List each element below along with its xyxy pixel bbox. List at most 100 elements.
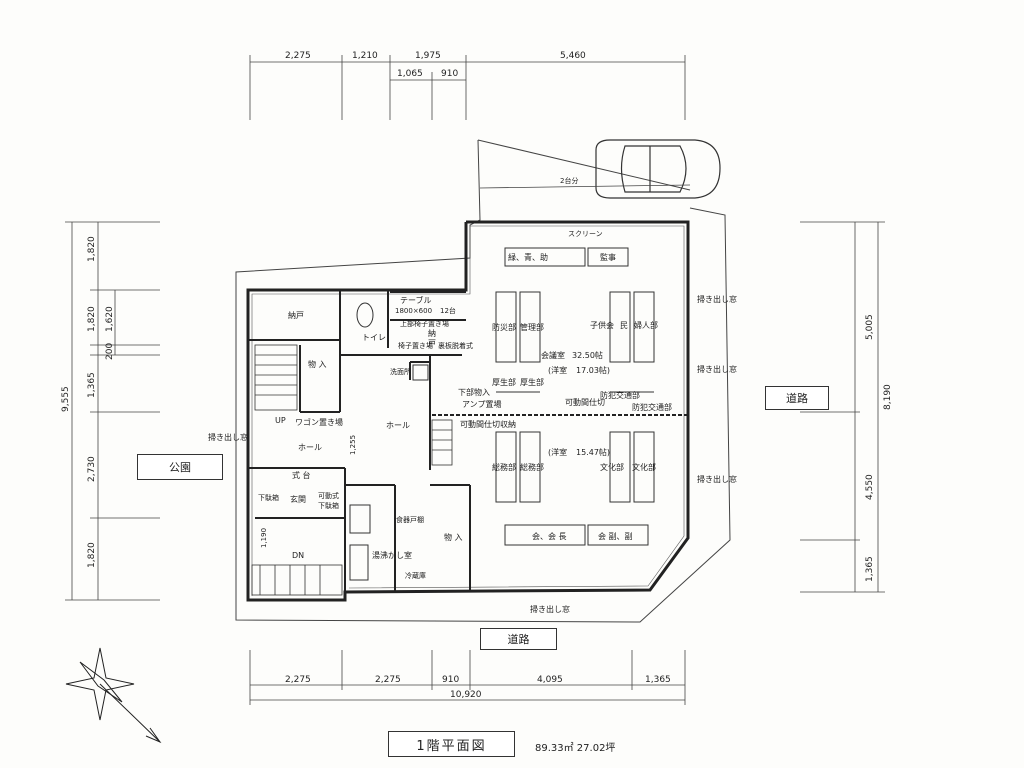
- dim-left-6: 1,820: [87, 542, 97, 568]
- dim-bottom-2: 2,275: [375, 675, 401, 685]
- label-soumu-a: 総務部: [492, 462, 516, 472]
- car-icon: [595, 139, 721, 199]
- label-soumu-b: 総務部: [520, 462, 544, 472]
- sink-icon: [349, 504, 371, 534]
- label-table: テーブル: [400, 295, 432, 305]
- dim-bottom-total: 10,920: [450, 690, 482, 700]
- label-shiki-dai: 式 台: [292, 470, 311, 480]
- plan-area: 89.33㎡ 27.02坪: [535, 743, 616, 754]
- label-nando-room: 納戸: [288, 310, 304, 320]
- label-wagon: ワゴン置き場: [295, 417, 343, 427]
- washbasin-icon: [412, 364, 429, 381]
- compass-icon: [65, 647, 162, 744]
- plan-title: 1階平面図: [388, 731, 515, 757]
- dim-left-7: 1,255: [349, 435, 357, 455]
- stove-icon: [349, 544, 369, 581]
- label-monoire-2: 物 入: [444, 532, 463, 542]
- tables: [495, 247, 655, 546]
- label-bunka-a: 文化部: [600, 462, 624, 472]
- label-youshitsu2: (洋室: [548, 447, 567, 457]
- dim-bottom-4: 4,095: [537, 675, 563, 685]
- dim-bottom-3: 910: [442, 675, 459, 685]
- label-kaigi: 会議室: [541, 350, 565, 360]
- label-kanji: 監事: [600, 252, 616, 262]
- label-shita-monoire: 下部物入: [458, 387, 490, 397]
- label-kouseibu-a: 厚生部: [492, 377, 516, 387]
- label-getabako: 下駄箱: [258, 493, 279, 502]
- dim-left-3: 200: [105, 343, 115, 360]
- label-reizouko: 冷蔵庫: [405, 571, 426, 580]
- label-up: UP: [275, 416, 286, 425]
- dim-right-total: 8,190: [883, 384, 893, 410]
- stairs: [251, 344, 453, 596]
- label-nando-1: 納: [428, 328, 436, 338]
- label-hall-left: ホール: [298, 443, 322, 452]
- dim-left-4: 1,365: [87, 372, 97, 398]
- road-bottom-label: 道路: [507, 633, 530, 646]
- label-senmen: 洗面所: [390, 367, 411, 376]
- label-hakidashi-bottom: 掃き出し窓: [530, 604, 570, 614]
- label-kaichou: 会、会 長: [532, 531, 567, 541]
- road-right-label: 道路: [786, 392, 808, 405]
- label-fujin: 婦人部: [634, 320, 658, 330]
- dim-top-5: 1,065: [397, 69, 423, 79]
- label-kadou-getabako-2: 下駄箱: [318, 501, 339, 510]
- dims-right-lines: [800, 221, 885, 593]
- plan-title-text: 1階平面図: [416, 738, 487, 754]
- dim-right-2: 4,550: [865, 474, 875, 500]
- interior-walls: [248, 290, 471, 592]
- dim-top-3: 1,975: [415, 51, 441, 61]
- label-youshitsu1: (洋室: [548, 365, 567, 375]
- dim-right-1: 5,005: [865, 314, 875, 340]
- road-bottom-box: 道路: [480, 628, 557, 650]
- label-table-count: 12台: [440, 306, 456, 315]
- label-dn: DN: [292, 551, 304, 560]
- label-amp: アンプ置場: [462, 399, 501, 409]
- label-fukukaichou: 会 副、副: [598, 531, 633, 541]
- dim-right-3: 1,365: [865, 556, 875, 582]
- label-bousai: 防災部: [492, 322, 516, 332]
- toilet-icon: [356, 302, 374, 328]
- dim-top-2: 1,210: [352, 51, 378, 61]
- label-kadou-shikiri: 可動間仕切: [565, 397, 605, 407]
- building-walls: [246, 220, 690, 602]
- label-screen: スクリーン: [568, 230, 603, 238]
- label-monoire-1: 物 入: [308, 359, 327, 369]
- park-label: 公園: [169, 461, 191, 474]
- label-kaigi-size: 32.50帖: [572, 350, 603, 360]
- label-youshitsu1-size: 17.03帖): [576, 365, 610, 375]
- dim-bottom-5: 1,365: [645, 675, 671, 685]
- label-ura-butai: 裏板脱着式: [438, 341, 473, 350]
- road-right-box: 道路: [765, 386, 829, 410]
- label-hakidashi-r1: 掃き出し窓: [697, 294, 737, 304]
- label-toilet: トイレ: [362, 333, 386, 342]
- label-yuwakashi: 湯沸かし室: [372, 550, 412, 560]
- label-bunka-b: 文化部: [632, 462, 656, 472]
- label-table-size: 1800×600: [395, 307, 432, 315]
- label-hall: ホール: [386, 421, 410, 430]
- dims-left-lines: [65, 221, 160, 601]
- label-hakidashi-r3: 掃き出し窓: [697, 474, 737, 484]
- dim-left-total: 9,555: [61, 386, 71, 412]
- dims-top-lines: [249, 55, 686, 120]
- label-ryokuseijo: 緑、青、助: [508, 252, 548, 262]
- dim-top-4: 5,460: [560, 51, 586, 61]
- dim-left-1: 1,820: [87, 236, 97, 262]
- label-two-car: 2台分: [560, 176, 578, 185]
- label-shokki: 食器戸棚: [396, 515, 424, 524]
- label-kodomo: 子供会: [590, 320, 614, 330]
- label-kanri: 管理部: [520, 322, 544, 332]
- label-youshitsu2-size: 15.47帖): [576, 447, 610, 457]
- dim-left-5: 2,730: [87, 456, 97, 482]
- label-chair-place: 椅子置き場: [398, 341, 433, 350]
- label-kouseibu-b: 厚生部: [520, 377, 544, 387]
- label-genkan: 玄関: [290, 494, 306, 504]
- dim-top-6: 910: [441, 69, 458, 79]
- label-kadou-getabako-1: 可動式: [318, 491, 339, 500]
- label-nando-2: 戸: [428, 339, 436, 348]
- label-upper-chair: 上部椅子置き場: [400, 319, 449, 328]
- label-hakidashi-r2: 掃き出し窓: [697, 364, 737, 374]
- dim-bottom-1: 2,275: [285, 675, 311, 685]
- parking-line: [479, 184, 691, 189]
